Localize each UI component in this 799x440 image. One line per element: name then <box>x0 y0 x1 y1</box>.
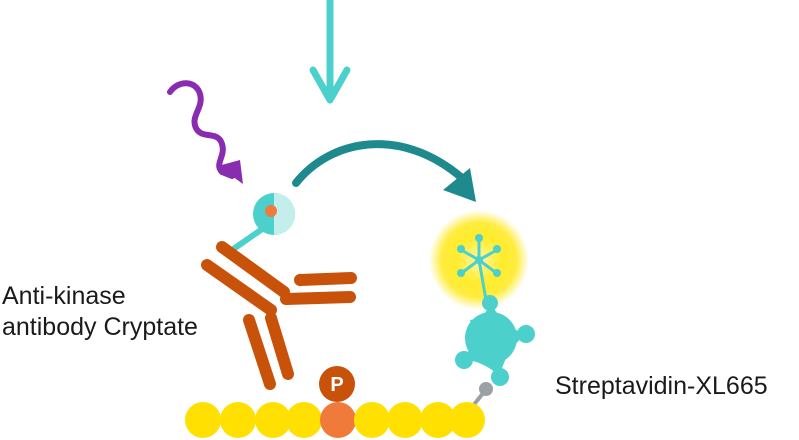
streptavidin-shape <box>455 295 535 386</box>
excitation-down-arrow-icon <box>309 0 351 104</box>
antibody-shape <box>201 241 357 390</box>
xl665-acceptor <box>429 210 529 310</box>
antibody-cryptate-label: Anti-kinase antibody Cryptate <box>2 281 198 343</box>
phospho-badge: P <box>319 366 355 402</box>
substrate-peptide-chain <box>185 402 485 438</box>
cryptate-donor <box>229 193 295 253</box>
streptavidin-label: Streptavidin-XL665 <box>555 372 768 400</box>
fret-curved-arrow-icon <box>292 140 476 202</box>
phospho-label: P <box>330 374 343 396</box>
excitation-wavy-arrow-icon <box>167 80 243 184</box>
antibody-label-line2: antibody Cryptate <box>2 313 198 341</box>
antibody-label-line1: Anti-kinase <box>2 282 126 310</box>
